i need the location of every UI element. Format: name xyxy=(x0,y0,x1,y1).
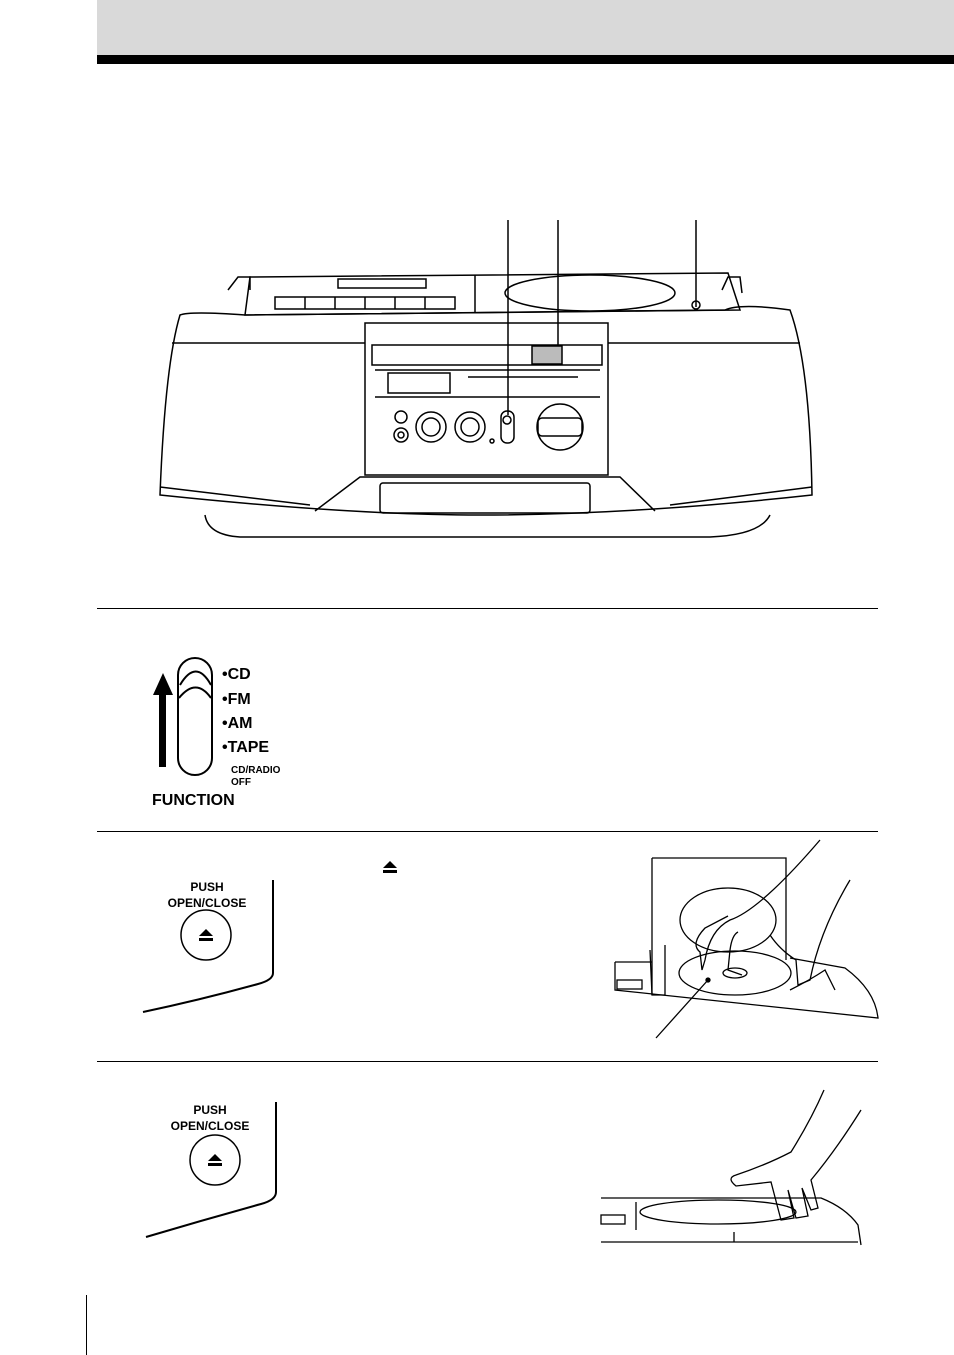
section-divider-1 xyxy=(97,608,878,609)
function-off-label: CD/RADIO OFF xyxy=(231,765,281,788)
push-open-close-label-2: PUSH OPEN/CLOSE xyxy=(170,1103,250,1134)
boombox-illustration xyxy=(159,220,813,538)
function-option-tape: •TAPE xyxy=(222,739,270,756)
push-button-diagram-1 xyxy=(142,880,274,1013)
page-header-band xyxy=(97,0,954,55)
function-option-fm: •FM xyxy=(222,691,251,708)
section-divider-3 xyxy=(97,1061,878,1062)
eject-icon xyxy=(199,929,213,941)
function-option-cd: •CD xyxy=(222,666,251,683)
function-option-am: •AM xyxy=(222,715,253,732)
function-title: FUNCTION xyxy=(152,792,235,809)
page-margin-rule xyxy=(86,1295,87,1355)
insert-cd-illustration xyxy=(614,839,879,1039)
page-header-rule xyxy=(97,55,954,64)
eject-icon xyxy=(383,861,397,873)
eject-icon xyxy=(208,1154,222,1166)
function-switch-diagram xyxy=(153,657,213,776)
section-divider-2 xyxy=(97,831,878,832)
push-open-close-label-1: PUSH OPEN/CLOSE xyxy=(167,880,247,911)
close-lid-illustration xyxy=(600,1089,862,1246)
push-button-diagram-2 xyxy=(145,1102,277,1238)
